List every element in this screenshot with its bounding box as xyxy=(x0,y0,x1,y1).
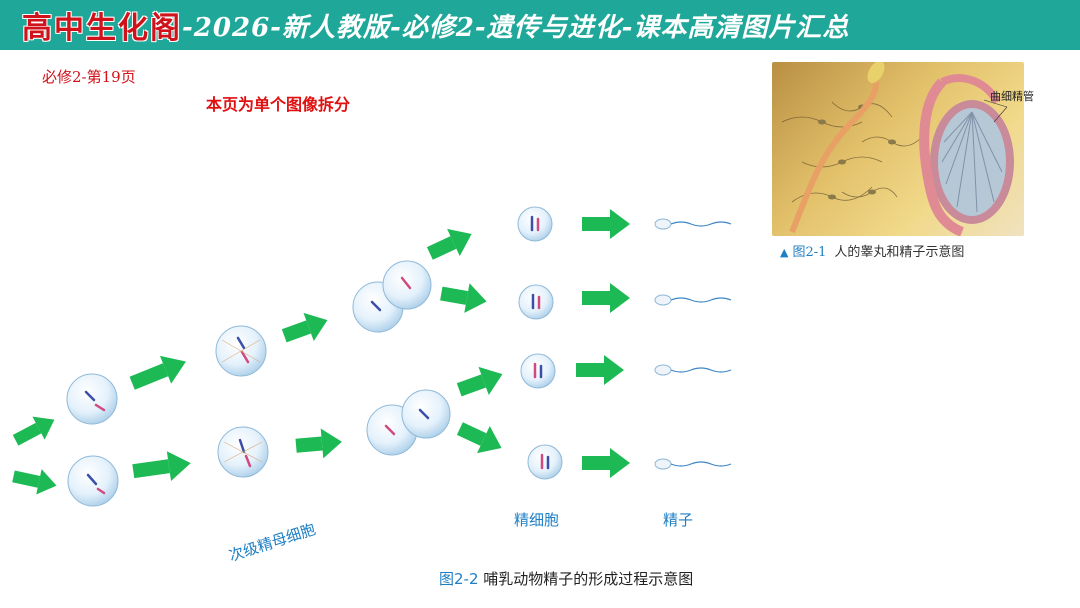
arrow xyxy=(582,283,630,313)
figure1-number: 图2-1 xyxy=(792,245,827,260)
arrow xyxy=(456,366,503,397)
spermatogenesis-diagram xyxy=(12,206,732,507)
spermatid-cell xyxy=(520,353,556,389)
sperm xyxy=(654,364,732,376)
triangle-icon: ▲ xyxy=(780,246,789,259)
arrow xyxy=(582,209,630,239)
spindle-fibers xyxy=(221,339,263,463)
tubule-label: 曲细精管 xyxy=(990,90,1034,103)
arrow xyxy=(440,283,487,313)
sperm xyxy=(654,218,732,230)
figure1-caption-text: 人的睾丸和精子示意图 xyxy=(834,245,965,260)
spermatid-cell xyxy=(527,444,563,480)
arrow xyxy=(12,469,57,495)
sperms xyxy=(654,218,732,470)
banner-subtitle: -2026-新人教版-必修2-遗传与进化-课本高清图片汇总 xyxy=(182,12,850,43)
page-label: 必修2-第19页 xyxy=(42,68,136,86)
testis-illustration-svg xyxy=(781,62,1014,236)
figure2-number: 图2-2 xyxy=(439,570,479,588)
arrow xyxy=(12,416,55,446)
sperm xyxy=(654,458,732,470)
arrow xyxy=(129,355,186,390)
arrows xyxy=(12,209,630,495)
spermatid-cell xyxy=(518,284,554,320)
arrow xyxy=(582,448,630,478)
testis-sperm-illustration xyxy=(772,62,1024,236)
figure2-caption-text: 哺乳动物精子的形成过程示意图 xyxy=(483,570,694,588)
spermatid-cell xyxy=(517,206,553,242)
arrow xyxy=(576,355,624,385)
sperm xyxy=(654,294,732,306)
cells xyxy=(66,206,563,507)
arrow xyxy=(295,428,342,459)
header-banner: 高中生化阁 -2026-新人教版-必修2-遗传与进化-课本高清图片汇总 xyxy=(0,0,1080,50)
arrow xyxy=(456,422,502,454)
dividing-cell xyxy=(401,389,451,439)
arrow xyxy=(281,312,328,343)
brand-title: 高中生化阁 xyxy=(22,11,182,46)
arrow xyxy=(426,228,472,260)
split-note: 本页为单个图像拆分 xyxy=(206,95,351,114)
figure2-caption: 图2-2 哺乳动物精子的形成过程示意图 xyxy=(439,568,693,589)
chromosomes xyxy=(84,215,550,495)
sperm-label: 精子 xyxy=(663,511,694,529)
spermatid-label: 精细胞 xyxy=(514,511,560,529)
figure1-caption: ▲图2-1 人的睾丸和精子示意图 xyxy=(780,241,964,260)
arrow xyxy=(132,451,191,482)
